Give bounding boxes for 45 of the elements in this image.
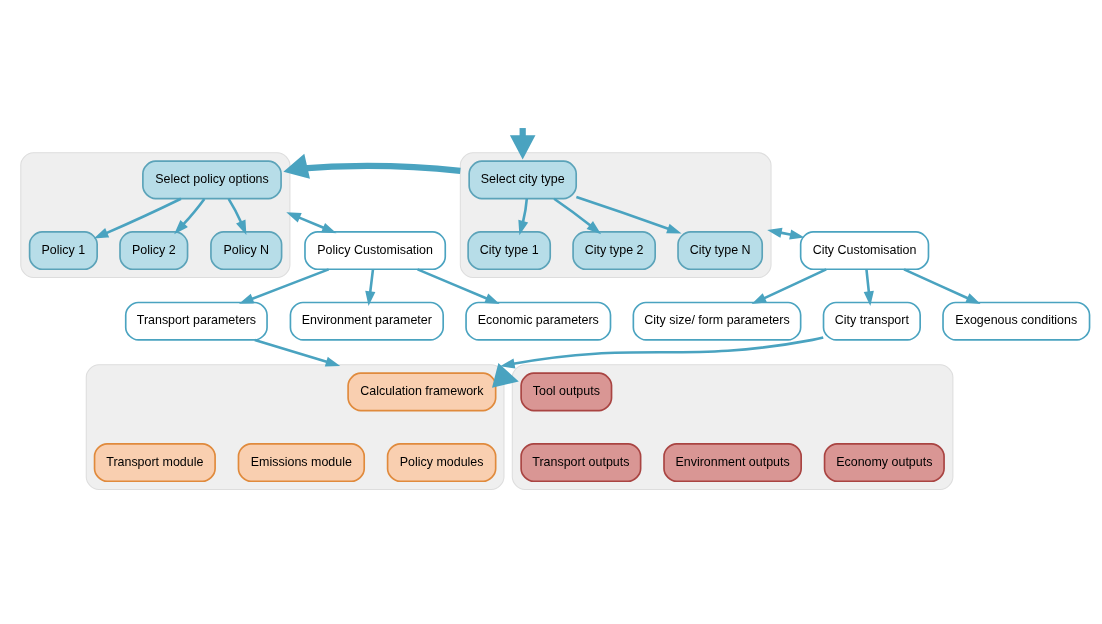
node-box: Policy 1 <box>28 230 98 270</box>
arrow <box>751 267 827 304</box>
arrow <box>575 195 682 233</box>
node-box: Environment parameter <box>289 301 444 341</box>
arrow <box>509 127 536 160</box>
arrow <box>227 197 247 235</box>
node-box: City Customisation <box>799 230 930 270</box>
arrow <box>492 362 519 388</box>
node-box: Policy N <box>210 230 283 270</box>
arrow <box>518 198 529 235</box>
node-box: Transport parameters <box>124 301 268 341</box>
node-box: Environment outputs <box>663 442 802 482</box>
node-box: Policy modules <box>386 442 497 482</box>
arrow <box>238 267 330 304</box>
node-box: Exogenous conditions <box>942 301 1091 341</box>
node-box: Transport module <box>93 442 216 482</box>
arrow <box>283 153 461 179</box>
node-box: City type 1 <box>467 230 552 270</box>
arrow <box>903 267 981 304</box>
cluster <box>511 363 954 490</box>
cluster <box>459 151 772 278</box>
arrow <box>863 268 874 306</box>
cluster <box>20 151 291 278</box>
node-box: City transport <box>822 301 921 341</box>
node-box: Select city type <box>468 159 578 199</box>
arrow <box>174 197 206 234</box>
node-box: Transport outputs <box>520 442 642 482</box>
arrow <box>417 267 500 304</box>
arrow <box>553 197 602 234</box>
arrow <box>500 335 824 369</box>
node-box: Select policy options <box>142 159 282 199</box>
node-box: Economic parameters <box>465 301 612 341</box>
arrow <box>365 268 376 306</box>
node-box: City type 2 <box>572 230 656 270</box>
node-box: Calculation framework <box>347 371 497 411</box>
arrow <box>93 197 182 238</box>
node-box: Economy outputs <box>823 442 945 482</box>
node-box: Policy Customisation <box>304 230 447 270</box>
arrow <box>286 211 337 233</box>
node-box: Emissions module <box>237 442 366 482</box>
node-box: City size/ form parameters <box>632 301 802 341</box>
arrow <box>254 338 341 367</box>
node-box: Policy 2 <box>119 230 189 270</box>
node-box: Tool outputs <box>520 371 613 411</box>
node-box: City type N <box>677 230 764 270</box>
